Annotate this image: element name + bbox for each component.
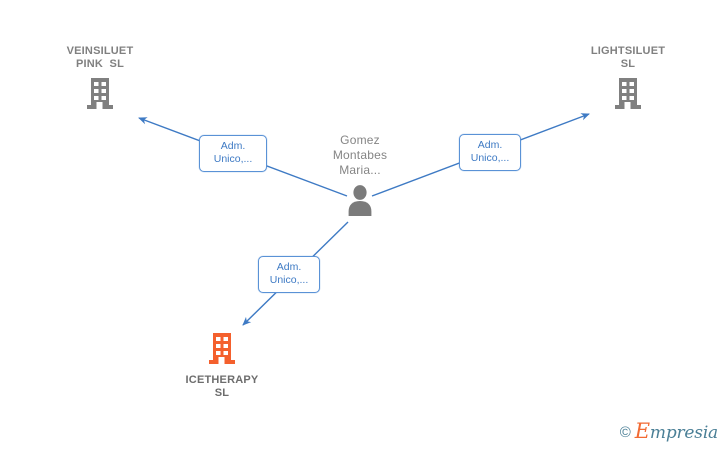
- watermark-brand-rest: mpresia: [649, 423, 718, 443]
- building-icon[interactable]: [580, 75, 676, 115]
- copyright-icon: ©: [619, 424, 631, 441]
- watermark-brand: Empresia: [635, 421, 718, 443]
- node-label-gomez-montabes-maria: Gomez Montabes Maria...: [332, 133, 388, 177]
- node-gomez-montabes-maria[interactable]: Gomez Montabes Maria...: [312, 133, 408, 219]
- building-icon[interactable]: [174, 330, 270, 370]
- node-label-lightsiluet-sl: LIGHTSILUET SL: [590, 45, 666, 70]
- edge-label-person-to-icetherapy[interactable]: Adm. Unico,...: [258, 256, 320, 293]
- node-label-icetherapy-sl: ICETHERAPY SL: [185, 374, 259, 399]
- edge-label-person-to-veinsiluet[interactable]: Adm. Unico,...: [199, 135, 267, 172]
- watermark-empresia: © Empresia: [619, 421, 718, 443]
- building-icon[interactable]: [52, 75, 148, 115]
- node-lightsiluet-sl[interactable]: LIGHTSILUET SL: [580, 45, 676, 115]
- node-veinsiluet-pink-sl[interactable]: VEINSILUET PINK SL: [52, 45, 148, 115]
- watermark-brand-initial: E: [634, 419, 650, 443]
- node-icetherapy-sl[interactable]: ICETHERAPY SL: [174, 330, 270, 400]
- node-label-veinsiluet-pink-sl: VEINSILUET PINK SL: [66, 45, 134, 70]
- person-icon[interactable]: [312, 183, 408, 219]
- edge-label-person-to-lightsiluet[interactable]: Adm. Unico,...: [459, 134, 521, 171]
